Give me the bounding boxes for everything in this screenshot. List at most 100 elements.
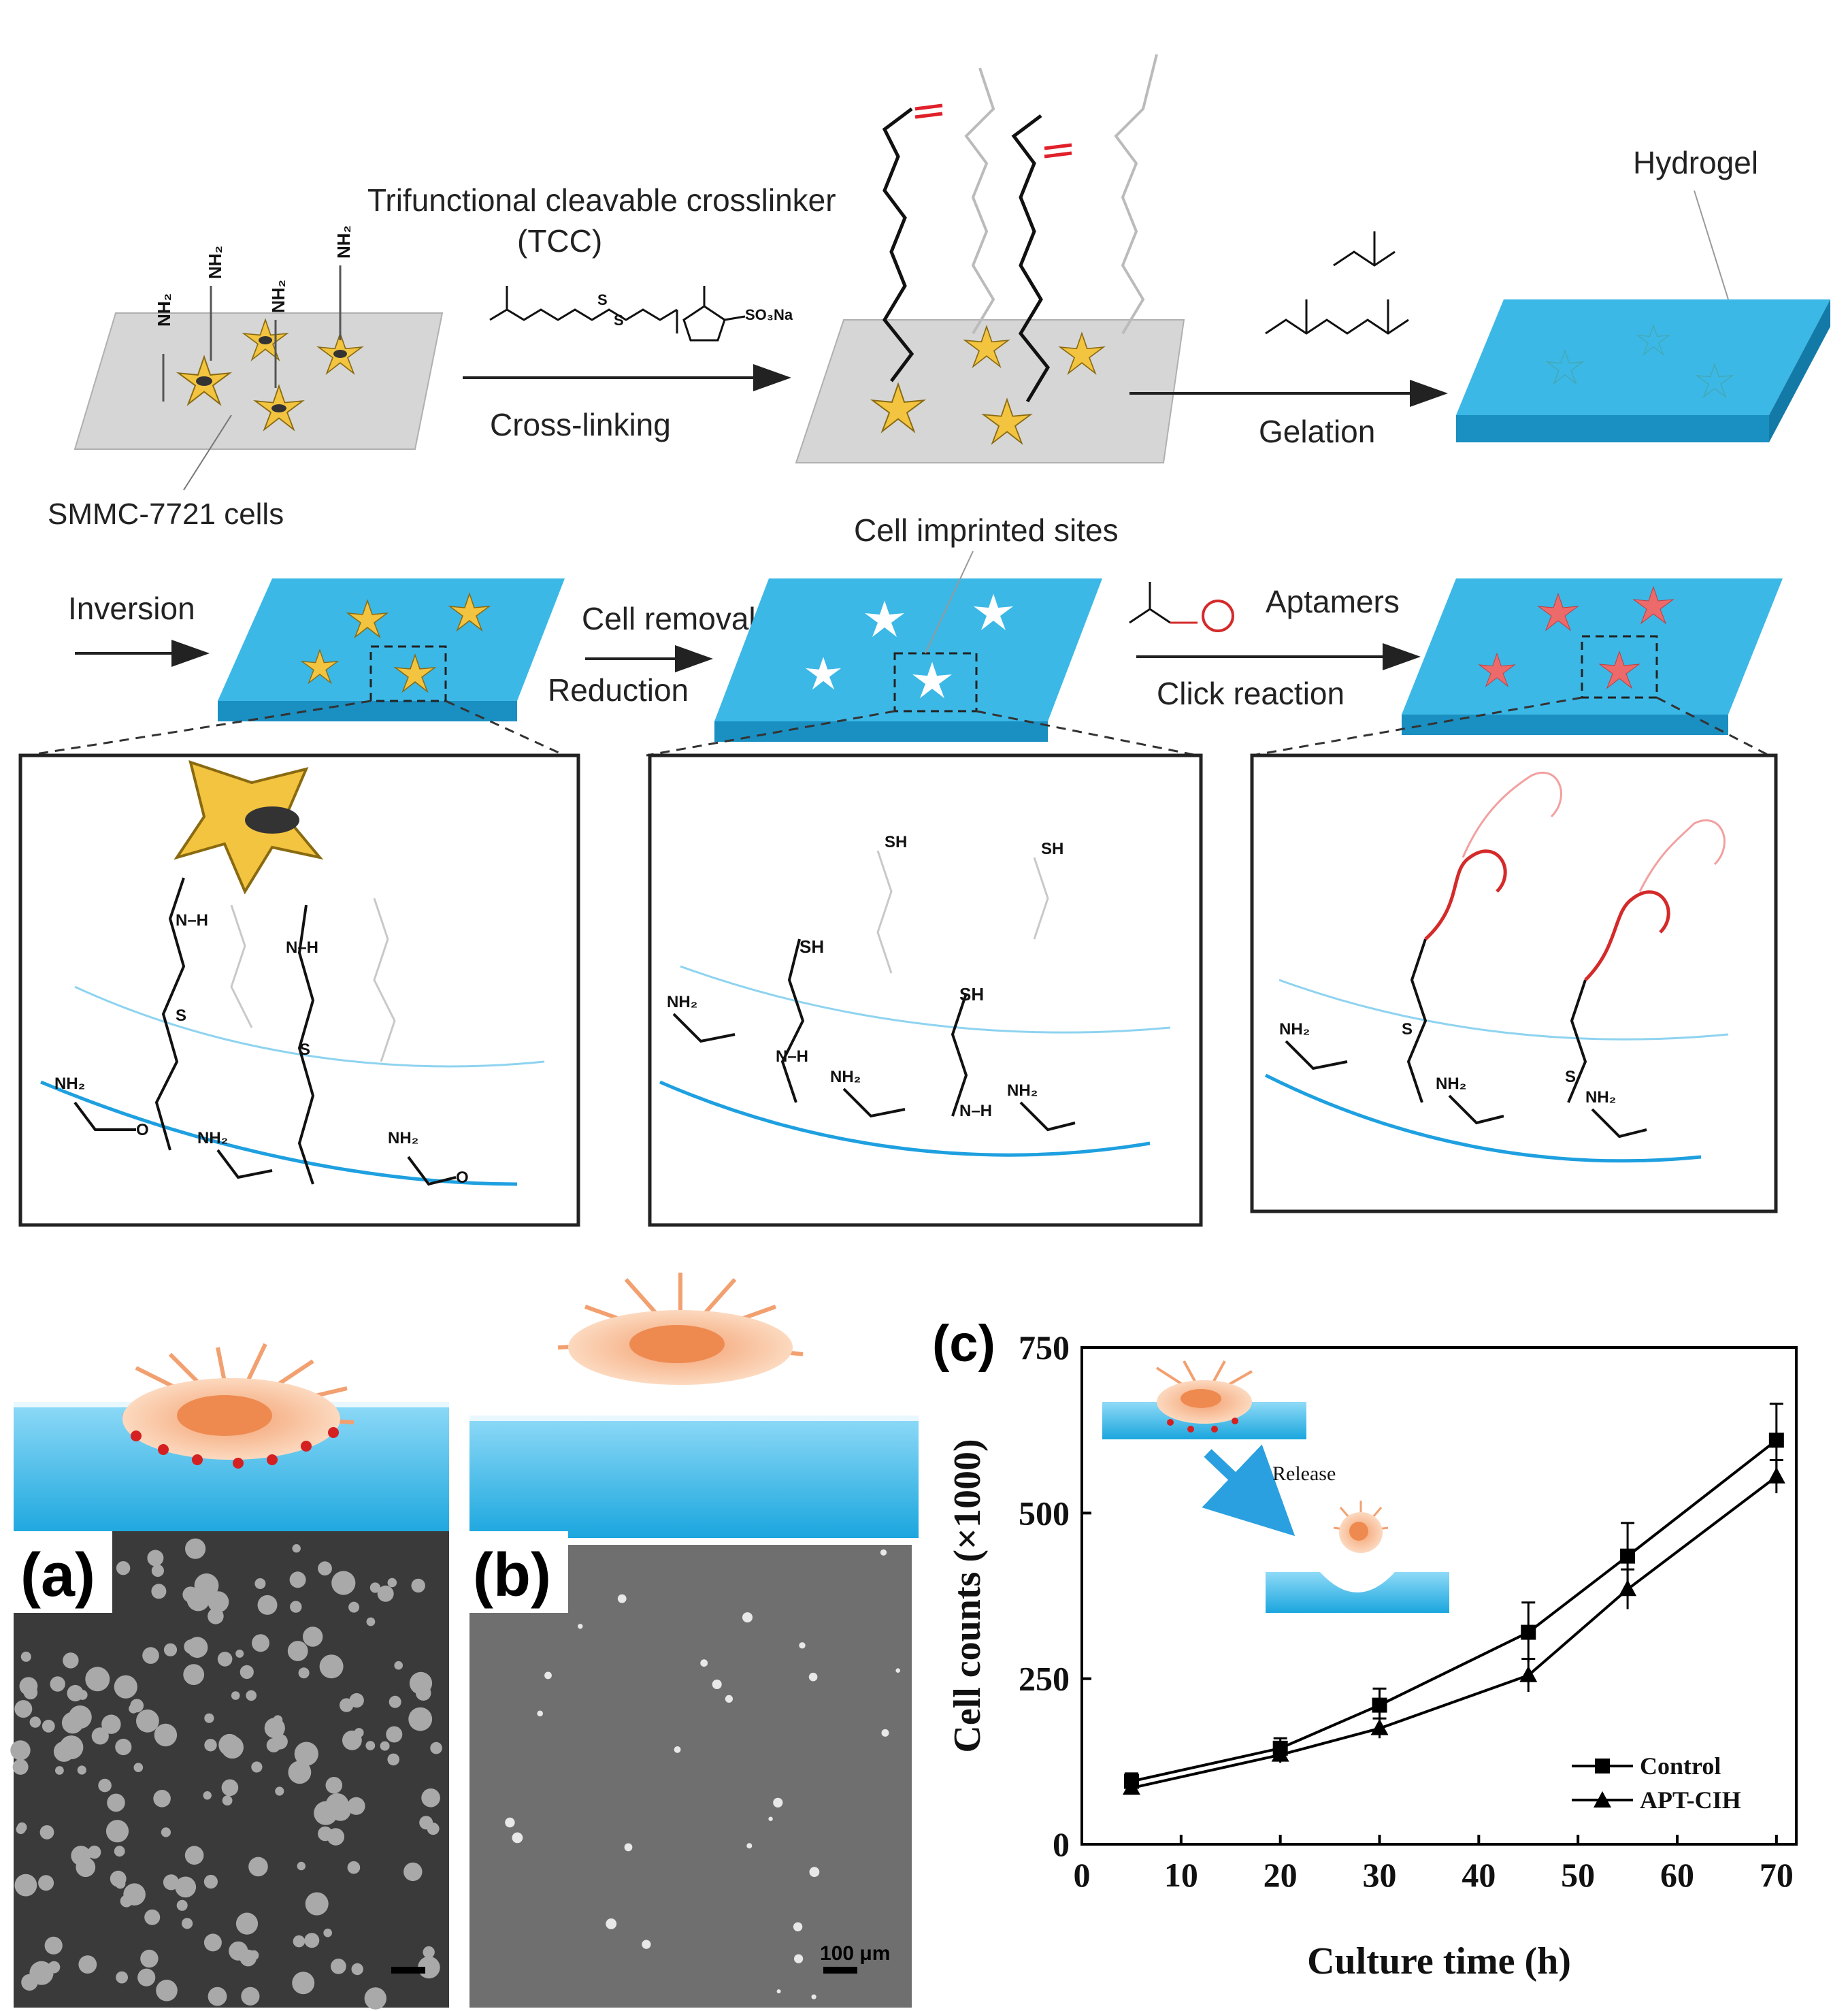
cell-cluster: [606, 1918, 617, 1929]
x-tick-label: 40: [1462, 1856, 1496, 1894]
cell-cluster: [297, 1861, 306, 1871]
cell-cluster: [208, 1608, 224, 1624]
scale-bar: [823, 1967, 857, 1974]
amine-label: NH₂: [388, 1129, 418, 1147]
cell-cluster: [220, 1735, 244, 1759]
cell-cluster: [116, 1561, 131, 1575]
cell-cluster: [421, 1788, 440, 1808]
cell-cluster: [512, 1832, 523, 1844]
tcc-structure: [489, 286, 746, 342]
aptamer-functionalized-hydrogel: [1402, 578, 1783, 735]
imprinted-sites-label: Cell imprinted sites: [854, 512, 1119, 548]
cell-cluster: [105, 1820, 129, 1843]
cell-cluster: [380, 1741, 390, 1751]
release-inset: Release: [1102, 1360, 1449, 1613]
series-line-apt-cih: [1131, 1475, 1778, 1790]
cell-cluster: [156, 1980, 178, 2001]
cell-cluster: [203, 1791, 212, 1800]
cell-cluster: [147, 1550, 164, 1567]
cell-cluster: [21, 1974, 38, 1991]
cell-clusters: [10, 1538, 442, 2010]
amine-label: NH₂: [197, 1129, 228, 1147]
cell-cluster: [38, 1875, 54, 1891]
panel-a-label: (a): [20, 1541, 95, 1609]
cell-cluster: [241, 1987, 260, 2006]
cell-cluster: [133, 1763, 144, 1772]
aptamer-monomer: [1129, 582, 1234, 632]
cell-cluster: [39, 1825, 54, 1840]
cell-cluster: [10, 1740, 31, 1761]
cell-cluster: [14, 1700, 33, 1718]
cell-cluster: [130, 1699, 144, 1713]
cell-cluster: [712, 1680, 722, 1689]
amine-label: NH₂: [205, 246, 225, 279]
cell-cluster: [186, 1588, 210, 1612]
legend: Control APT-CIH: [1572, 1752, 1741, 1814]
released-cell-illustration: [557, 1273, 804, 1385]
cell-cluster: [768, 1816, 773, 1821]
cell-cluster: [293, 1935, 306, 1948]
cell-cluster: [63, 1652, 79, 1669]
cell-cluster: [176, 1899, 188, 1911]
inverted-hydrogel-with-cells: [218, 578, 565, 721]
cell-cluster: [53, 1741, 75, 1762]
tcc-abbreviation: (TCC): [517, 223, 602, 259]
cell-cluster: [144, 1909, 161, 1925]
cell-cluster: [298, 1667, 310, 1679]
cell-cluster: [808, 1672, 818, 1682]
data-point-apt-cih: [1519, 1665, 1538, 1682]
data-point-apt-cih: [1767, 1467, 1785, 1484]
cell-cluster: [120, 1895, 133, 1908]
cell-cluster: [331, 1959, 346, 1974]
cell-cluster: [394, 1661, 403, 1670]
cell-cluster: [423, 1946, 435, 1959]
cell-cluster: [351, 1963, 363, 1976]
inversion-label: Inversion: [68, 591, 195, 626]
oxygen-label: O: [136, 1121, 149, 1139]
cell-cluster: [115, 1738, 132, 1756]
cell-cluster: [387, 1753, 399, 1766]
cell-cluster: [67, 1684, 84, 1702]
cell-cluster: [12, 1759, 29, 1775]
cell-cluster: [537, 1710, 543, 1717]
cell-cluster: [257, 1595, 278, 1615]
cell-cluster: [880, 1549, 887, 1556]
cell-clusters: [505, 1549, 900, 1999]
cell-cluster: [204, 1739, 217, 1752]
cell-cluster: [700, 1659, 708, 1667]
amine-label: NH₂: [268, 280, 288, 313]
cell-cluster: [107, 1793, 125, 1812]
x-tick-label: 30: [1363, 1856, 1397, 1894]
cell-cluster: [881, 1729, 889, 1737]
sulfur-label: S: [597, 291, 608, 308]
amide-label: N–H: [176, 911, 208, 930]
callout-line: [183, 414, 232, 491]
micrograph-a: [112, 1531, 449, 2008]
cell-cluster: [292, 1544, 301, 1553]
data-point-apt-cih: [1619, 1580, 1637, 1597]
disulfide-label: S: [299, 1041, 310, 1059]
cell-cluster: [323, 1928, 333, 1938]
cell-cluster: [809, 1867, 820, 1878]
cell-cluster: [240, 1665, 254, 1679]
attached-cell-illustration: [122, 1343, 354, 1469]
data-point-apt-cih: [1271, 1745, 1289, 1762]
x-tick-label: 70: [1760, 1856, 1794, 1894]
amine-label: NH₂: [667, 993, 697, 1011]
amine-label: NH₂: [1279, 1020, 1310, 1039]
cell-cluster: [136, 1709, 159, 1733]
y-tick-label: 500: [1019, 1494, 1070, 1532]
cell-cluster: [161, 1827, 171, 1837]
thioether-label: S: [1402, 1020, 1413, 1039]
cell-cluster: [427, 1822, 440, 1835]
legend-label-apt-cih: APT-CIH: [1640, 1786, 1741, 1814]
cell-cluster: [17, 1822, 27, 1833]
cell-cluster: [55, 1766, 64, 1775]
cell-cluster: [290, 1601, 302, 1613]
cell-cluster: [725, 1695, 733, 1703]
x-tick-label: 0: [1074, 1856, 1091, 1894]
amide-label: N–H: [286, 938, 318, 957]
thioether-label: S: [1565, 1068, 1576, 1086]
